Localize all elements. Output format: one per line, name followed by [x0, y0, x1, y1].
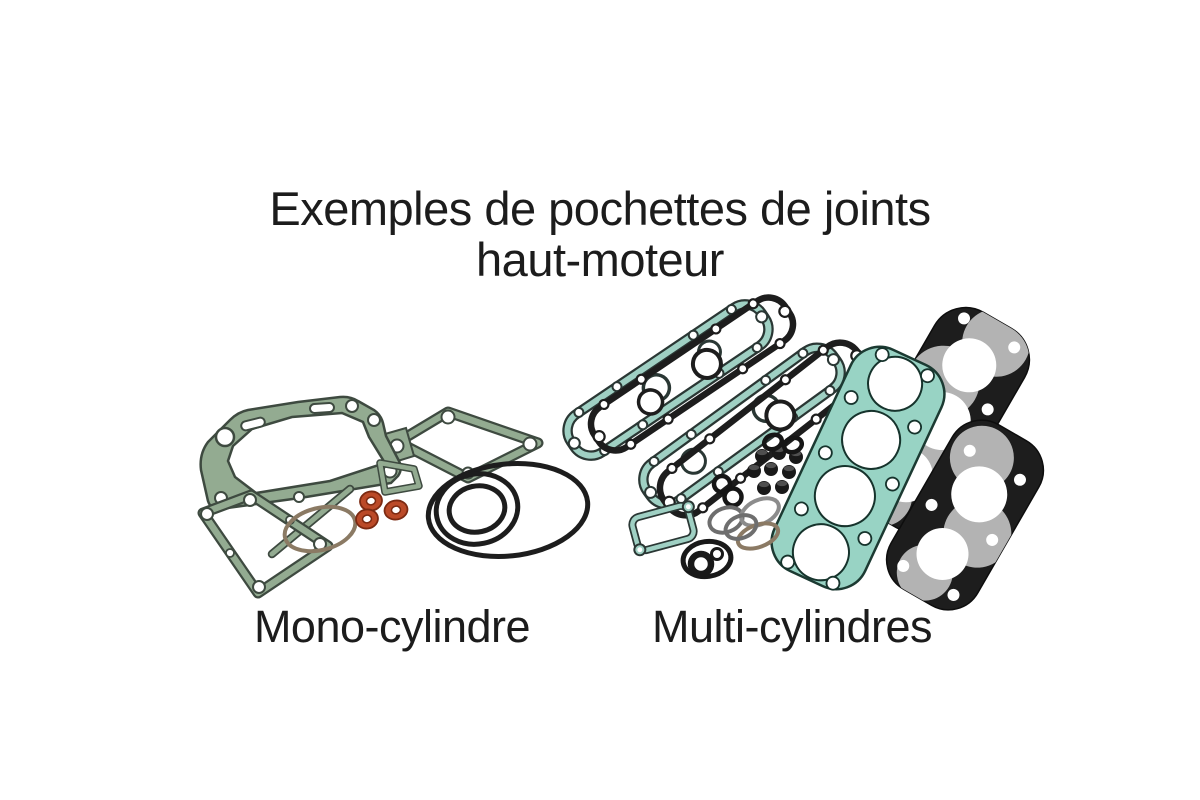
caption-mono-cylindre: Mono-cylindre [253, 601, 531, 652]
mono-clutch-cover-gasket [392, 406, 544, 484]
title-line-1: Exemples de pochettes de joints [269, 182, 931, 235]
multi-valve-stem-seals [747, 446, 803, 495]
caption-multi-cylindres: Multi-cylindres [651, 601, 933, 652]
multi-head-gasket-steel-2 [885, 419, 1045, 611]
multi-cover-gasket-teal-1 [562, 299, 774, 461]
multi-cover-gasket-black-1 [587, 294, 797, 454]
mono-o-rings [425, 460, 591, 560]
image-title: Exemples de pochettes de joints haut-mot… [0, 183, 1200, 285]
multi-exhaust-rings [707, 496, 781, 551]
multi-o-rings [711, 432, 805, 508]
mono-copper-washers [355, 490, 409, 530]
mono-bronze-ring [282, 504, 358, 554]
multi-kit-group [562, 294, 1045, 611]
title-line-2: haut-moteur [476, 233, 724, 286]
mono-kit-group [197, 395, 591, 599]
multi-circular-gasket [680, 538, 734, 580]
multi-small-cover-gasket [628, 500, 698, 557]
multi-head-gasket-teal [770, 345, 946, 591]
mono-gasket-tail [267, 459, 423, 559]
mono-base-gasket [197, 489, 334, 599]
